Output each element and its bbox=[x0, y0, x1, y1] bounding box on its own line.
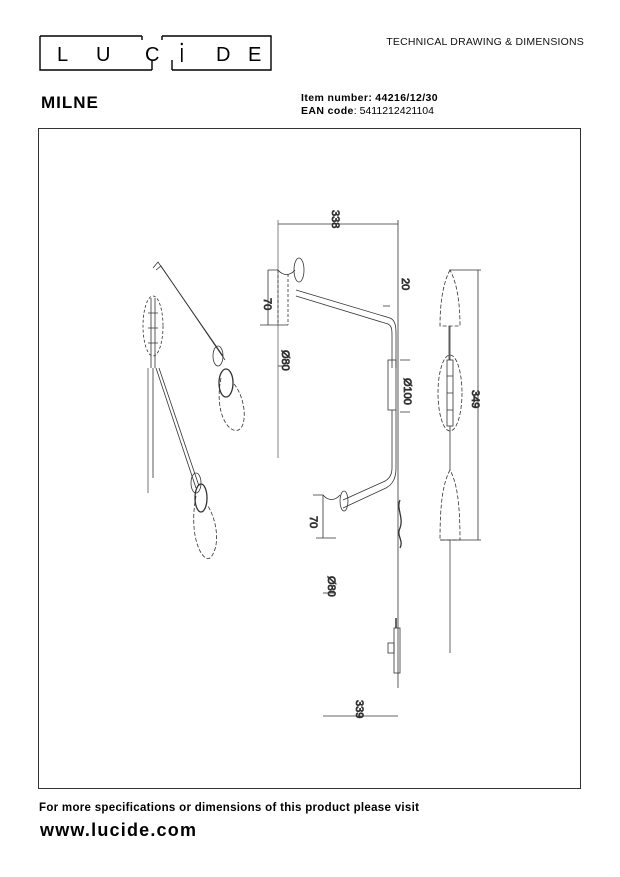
drawing-frame bbox=[38, 128, 581, 789]
product-identifiers: Item number: 44216/12/30 EAN code: 54112… bbox=[301, 92, 438, 118]
front-view: 349 bbox=[437, 269, 481, 653]
brand-letter-e: E bbox=[248, 44, 261, 66]
dimension-wall-offset: 20 bbox=[399, 278, 411, 290]
dimension-shade-height-bottom: 70 bbox=[307, 516, 319, 528]
website-link[interactable]: www.lucide.com bbox=[40, 820, 198, 840]
dimension-shade-diameter-top: Ø80 bbox=[279, 350, 291, 371]
item-number-row: Item number: 44216/12/30 bbox=[301, 92, 438, 105]
brand-logo: L U C D E bbox=[39, 35, 272, 71]
brand-letter-u: U bbox=[96, 44, 110, 66]
ean-label: EAN code bbox=[301, 105, 354, 117]
side-view: 338 70 Ø80 20 Ø100 70 bbox=[260, 210, 413, 719]
dimension-shade-diameter-bottom: Ø80 bbox=[325, 576, 337, 597]
technical-drawing: 338 70 Ø80 20 Ø100 70 bbox=[38, 128, 583, 791]
ean-value: : 5411212421104 bbox=[353, 105, 434, 117]
perspective-view bbox=[142, 261, 245, 559]
item-number-label: Item number: bbox=[301, 92, 373, 104]
dimension-height-total: 349 bbox=[469, 390, 481, 408]
item-number-value: 44216/12/30 bbox=[375, 92, 439, 104]
document-type: TECHNICAL DRAWING & DIMENSIONS bbox=[386, 36, 584, 48]
dimension-width-total: 338 bbox=[329, 210, 341, 228]
brand-letter-d: D bbox=[216, 44, 230, 66]
dimension-shade-height-top: 70 bbox=[261, 298, 273, 310]
ean-row: EAN code: 5411212421104 bbox=[301, 105, 438, 118]
brand-letter-c: C bbox=[145, 44, 159, 66]
brand-letter-l: L bbox=[57, 44, 68, 66]
dimension-base-plate: Ø100 bbox=[401, 378, 413, 405]
product-name: MILNE bbox=[41, 93, 99, 112]
dimension-depth: 339 bbox=[353, 700, 365, 718]
footer-note: For more specifications or dimensions of… bbox=[39, 802, 420, 814]
